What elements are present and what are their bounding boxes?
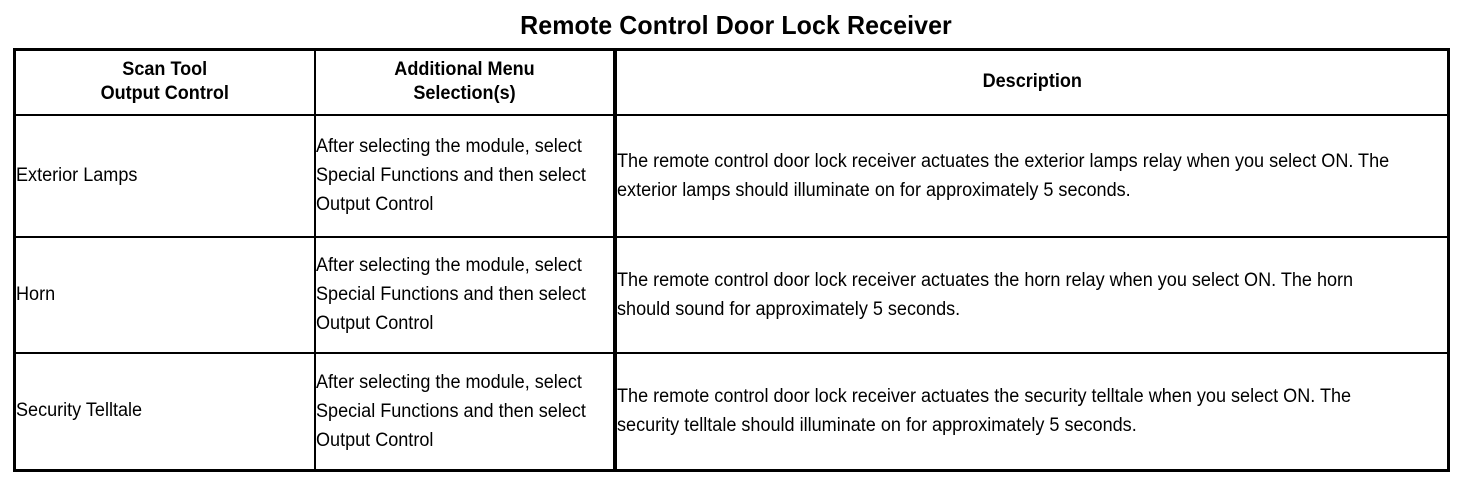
column-header-line-1: Scan Tool	[122, 59, 208, 81]
cell-text: Security Telltale	[16, 400, 143, 422]
cell-text: The remote control door lock receiver ac…	[616, 386, 1351, 437]
cell-text: The remote control door lock receiver ac…	[616, 150, 1389, 201]
table-row: Horn After selecting the module, select …	[13, 235, 1450, 354]
table-header-row: Scan Tool Output Control Additional Menu…	[13, 48, 1450, 116]
cell-additional-menu-selections: After selecting the module, select Speci…	[313, 113, 617, 238]
output-control-table: Scan Tool Output Control Additional Menu…	[13, 48, 1450, 472]
cell-additional-menu-selections: After selecting the module, select Speci…	[313, 351, 617, 472]
cell-scan-tool-output-control: Exterior Lamps	[13, 113, 316, 238]
column-header-scan-tool-output-control: Scan Tool Output Control	[13, 48, 316, 116]
column-header-line-2: Output Control	[100, 83, 229, 105]
cell-description: The remote control door lock receiver ac…	[613, 113, 1450, 238]
column-header-line-1: Description	[982, 71, 1082, 93]
column-header-line-1: Additional Menu	[393, 59, 535, 81]
cell-scan-tool-output-control: Security Telltale	[13, 351, 316, 472]
cell-text: After selecting the module, select Speci…	[315, 255, 586, 334]
column-header-additional-menu-selections: Additional Menu Selection(s)	[313, 48, 617, 116]
cell-scan-tool-output-control: Horn	[13, 235, 316, 354]
table-row: Exterior Lamps After selecting the modul…	[13, 113, 1450, 238]
column-header-line-2: Selection(s)	[412, 83, 516, 105]
spec-table-container: Scan Tool Output Control Additional Menu…	[13, 48, 1450, 472]
cell-text: Exterior Lamps	[16, 164, 138, 186]
cell-text: After selecting the module, select Speci…	[315, 136, 586, 215]
cell-text: After selecting the module, select Speci…	[315, 371, 586, 451]
page-title: Remote Control Door Lock Receiver	[520, 10, 952, 40]
cell-text: Horn	[16, 283, 56, 305]
column-header-description: Description	[613, 48, 1450, 116]
cell-additional-menu-selections: After selecting the module, select Speci…	[313, 235, 617, 354]
table-row: Security Telltale After selecting the mo…	[13, 351, 1450, 472]
cell-description: The remote control door lock receiver ac…	[613, 351, 1450, 472]
cell-description: The remote control door lock receiver ac…	[613, 235, 1450, 354]
cell-text: The remote control door lock receiver ac…	[616, 269, 1353, 320]
